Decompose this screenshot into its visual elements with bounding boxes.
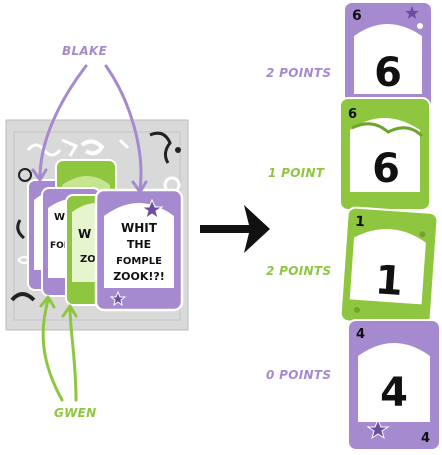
played-card-line-4: ZOOK!?! [113, 270, 165, 283]
played-card-line-2: THE [127, 238, 151, 251]
score-card-4-rank: 4 [380, 370, 408, 416]
points-label-3: 2 POINTS [266, 264, 331, 278]
score-card-2-corner-rank: 6 [348, 107, 357, 122]
points-label-1: 2 POINTS [266, 66, 331, 80]
score-card-3-corner-rank: 1 [355, 214, 366, 231]
points-label-4: 0 POINTS [266, 368, 331, 382]
player-label-blake: BLAKE [62, 44, 107, 58]
score-card-4-corner-rank: 4 [356, 327, 365, 342]
score-card-3-rank: 1 [374, 257, 405, 305]
played-card-line-3: FOMPLE [116, 256, 162, 267]
score-card-2-rank: 6 [372, 146, 400, 192]
played-card-line-1: WHIT [121, 221, 158, 235]
score-card-1-corner-rank: 6 [352, 8, 362, 24]
player-label-gwen: GWEN [54, 406, 97, 420]
points-label-2: 1 POINT [268, 166, 324, 180]
score-card-4-corner-rank-bottom: 4 [421, 431, 430, 446]
score-card-1-rank: 6 [374, 50, 402, 96]
